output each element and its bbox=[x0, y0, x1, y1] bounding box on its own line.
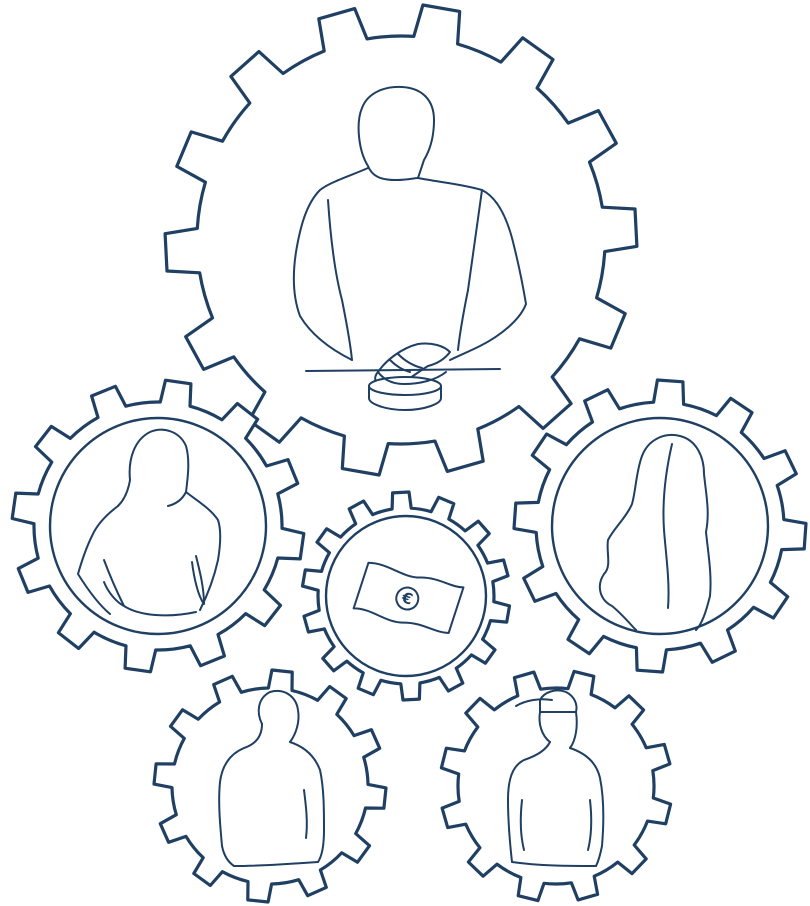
right-gear bbox=[514, 380, 806, 672]
bottom-left-gear bbox=[154, 670, 386, 902]
right-gear-outline bbox=[514, 380, 806, 672]
center-gear: € bbox=[303, 492, 510, 700]
bottom-right-gear bbox=[441, 671, 670, 900]
bottom-left-gear-outline bbox=[154, 670, 386, 902]
